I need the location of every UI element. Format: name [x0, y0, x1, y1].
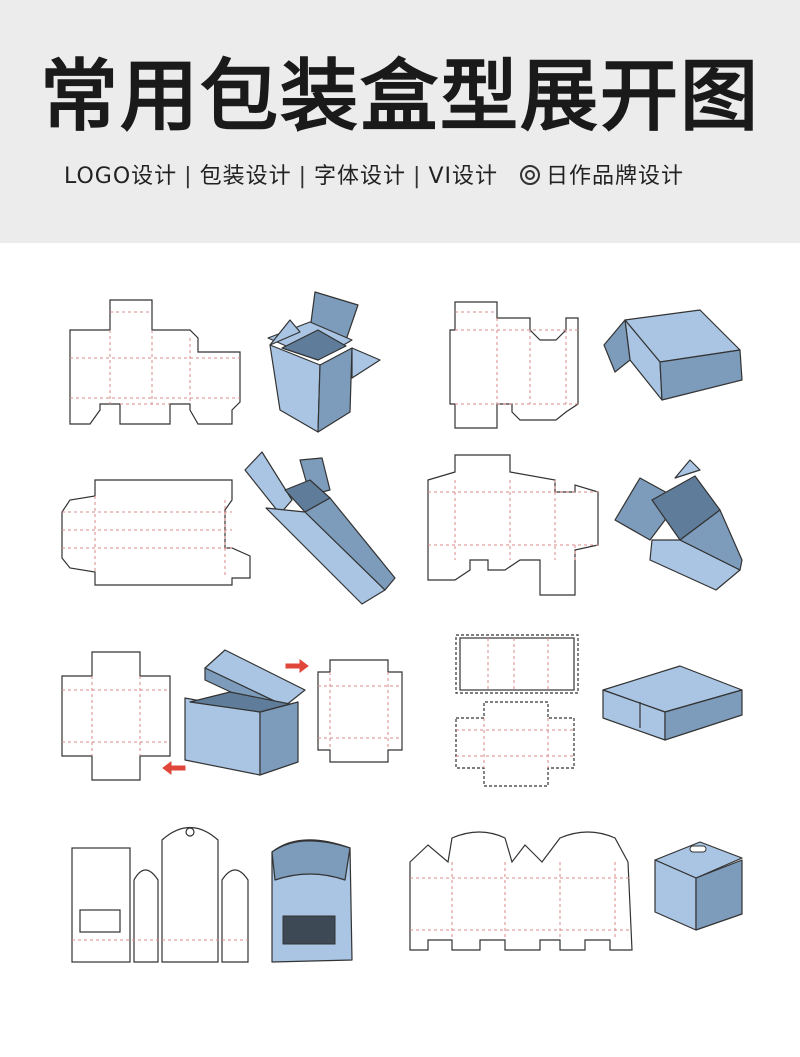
concentric-circle-icon — [520, 165, 540, 185]
subtitle-item-font: 字体设计 — [314, 164, 407, 189]
brand-name: 日作品牌设计 — [546, 164, 685, 189]
header-banner: 常用包装盒型展开图 LOGO设计|包装设计|字体设计|VI设计日作品牌设计 — [0, 0, 800, 243]
subtitle-item-packaging: 包装设计 — [199, 164, 292, 189]
box-diagrams-area: .cut { fill: #ffffff; stroke: #333; stro… — [61, 291, 743, 963]
dieline-gable-box — [409, 831, 633, 951]
dieline-drawer-sleeve — [455, 634, 579, 694]
box-angled-open — [614, 459, 743, 591]
separator: | — [413, 164, 422, 189]
box-flat-closed — [603, 309, 743, 401]
separator: | — [298, 164, 308, 189]
subtitle-item-logo: LOGO设计 — [64, 164, 178, 189]
box-stand-up-pouch — [271, 839, 353, 963]
dieline-bag-pouch — [71, 827, 249, 963]
dieline-long-sleeve-box — [61, 479, 251, 586]
arrow-right-icon — [285, 659, 309, 673]
dieline-lid-box-base — [61, 651, 171, 781]
dieline-lid — [317, 659, 403, 763]
separator: | — [184, 164, 193, 189]
arrow-left-icon — [162, 761, 186, 775]
subtitle-line: LOGO设计|包装设计|字体设计|VI设计日作品牌设计 — [64, 160, 684, 194]
dieline-mailer-box — [449, 301, 579, 429]
box-open-cube — [267, 291, 381, 433]
box-tall-tube — [244, 451, 396, 605]
page-title: 常用包装盒型展开图 — [39, 52, 760, 142]
box-with-lid — [184, 649, 306, 776]
dieline-tuck-end-box — [69, 299, 241, 425]
dieline-crash-lock-box — [427, 454, 599, 596]
subtitle-item-vi: VI设计 — [428, 164, 498, 189]
box-gable-handle — [654, 841, 743, 931]
box-drawer — [602, 665, 743, 741]
dieline-drawer-tray — [455, 701, 575, 787]
